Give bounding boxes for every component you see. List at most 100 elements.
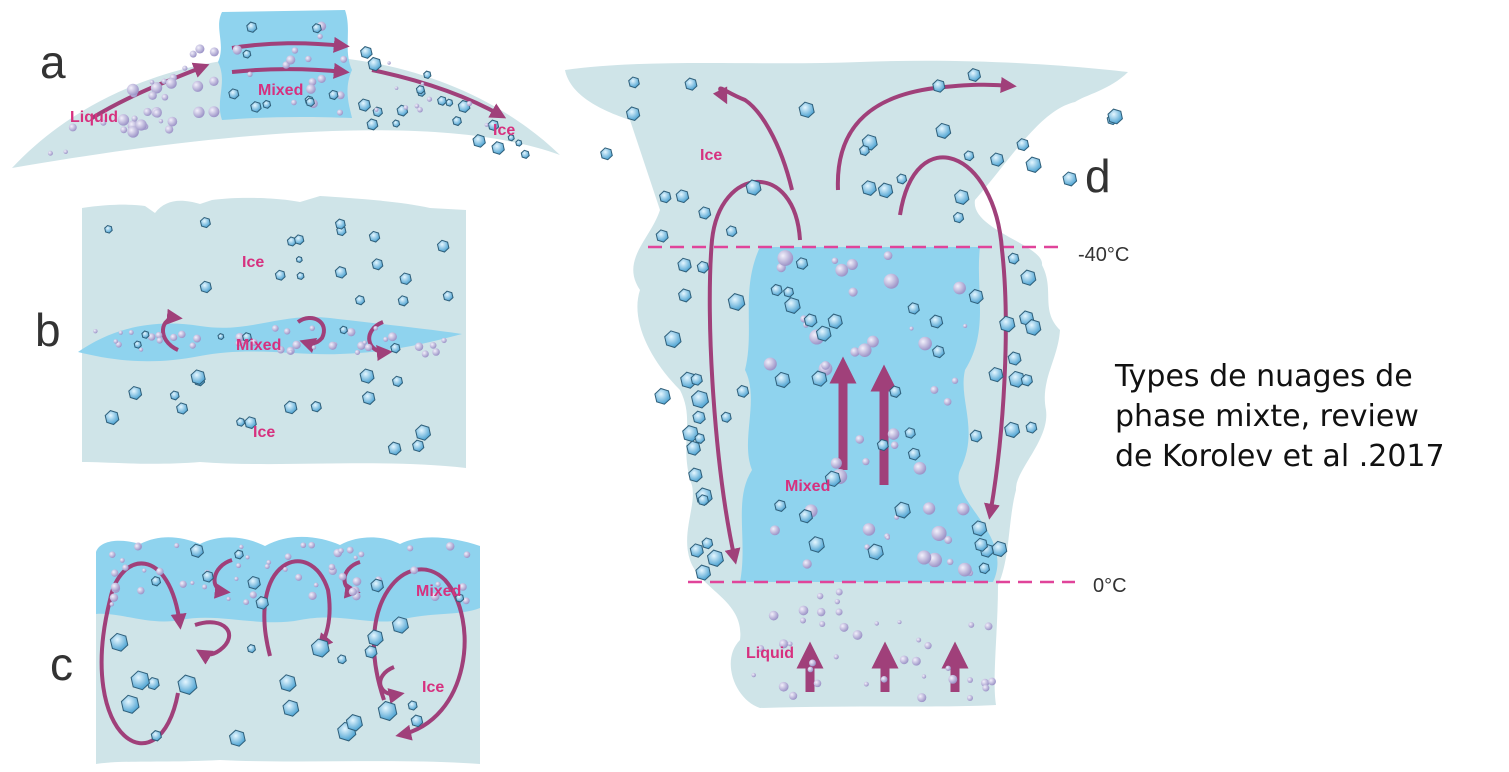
panel-c-letter: c [50,638,73,690]
droplet-icon [150,80,155,85]
droplet-icon [190,342,196,348]
isotherm-label-bottom: 0°C [1093,575,1127,597]
droplet-icon [383,337,388,342]
panel-a-liquid-label: Liquid [70,109,118,126]
droplet-icon [840,623,849,632]
panel-b-ice-label-bottom: Ice [253,424,275,441]
ice-crystal-icon [142,331,149,338]
ice-crystal-icon [521,150,529,158]
droplet-icon [132,115,138,121]
ice-crystal-icon [408,701,417,710]
panel-c-ice-label: Ice [422,679,444,696]
panel-a-letter: a [40,36,66,88]
droplet-icon [284,328,290,334]
droplet-icon [317,34,322,39]
droplet-icon [953,282,966,295]
droplet-icon [886,536,890,540]
ice-crystal-icon [306,98,314,106]
droplet-icon [855,435,864,444]
ice-crystal-icon [237,418,245,426]
ice-crystal-icon [243,50,251,58]
droplet-icon [354,556,358,560]
droplet-icon [239,545,243,549]
droplet-icon [421,82,424,85]
droplet-icon [309,325,314,330]
droplet-icon [967,677,973,683]
droplet-icon [347,547,354,554]
droplet-icon [814,680,822,688]
ice-crystal-icon [601,148,613,160]
droplet-icon [195,44,204,53]
ice-crystal-icon [905,428,915,438]
droplet-icon [233,45,242,54]
droplet-icon [817,593,823,599]
droplet-icon [312,345,316,349]
droplet-icon [864,682,869,687]
droplet-icon [834,654,839,659]
droplet-icon [165,125,173,133]
ice-crystal-icon [134,341,141,348]
droplet-icon [148,91,156,99]
droplet-icon [295,574,302,581]
droplet-icon [395,86,399,90]
droplet-icon [374,108,378,112]
droplet-icon [900,655,909,664]
droplet-icon [349,588,357,596]
figure-caption: Types de nuages de phase mixte, review d… [1115,357,1505,477]
panel-d-letter: d [1085,150,1111,202]
droplet-icon [930,386,938,394]
droplet-icon [234,577,238,581]
droplet-icon [250,591,257,598]
isotherm-label-top: -40°C [1078,244,1129,266]
droplet-icon [770,525,780,535]
droplet-icon [243,599,249,605]
droplet-icon [305,56,311,62]
droplet-icon [441,338,446,343]
ice-crystal-icon [453,117,462,126]
droplet-icon [358,551,364,557]
droplet-icon [308,592,316,600]
droplet-icon [410,566,418,574]
droplet-icon [208,106,219,117]
ice-crystal-icon [170,391,179,400]
droplet-icon [236,563,241,568]
droplet-icon [329,342,337,350]
droplet-icon [819,621,825,627]
ice-crystal-icon [251,102,261,113]
droplet-icon [193,107,204,118]
droplet-icon [988,678,996,686]
droplet-icon [300,542,306,548]
droplet-icon [174,543,179,548]
droplet-icon [799,606,809,616]
droplet-icon [809,659,816,666]
ice-crystal-icon [424,71,431,78]
ice-crystal-icon [726,226,736,237]
droplet-icon [407,545,413,551]
droplet-icon [111,569,118,576]
ice-crystal-icon [296,257,302,263]
ice-crystal-icon [235,550,244,559]
droplet-icon [891,441,899,449]
droplet-icon [924,642,931,649]
droplet-icon [808,667,814,673]
droplet-icon [109,551,116,558]
droplet-icon [403,105,408,110]
droplet-icon [182,66,187,71]
panel-d-ice-label: Ice [700,147,722,164]
droplet-icon [63,150,67,154]
droplet-icon [957,503,970,516]
droplet-icon [291,100,297,106]
droplet-icon [917,693,926,702]
droplet-icon [968,622,974,628]
droplet-icon [227,597,231,601]
ice-crystal-icon [721,412,731,422]
droplet-icon [909,327,913,331]
droplet-icon [139,348,143,352]
ice-crystal-icon [152,577,161,586]
droplet-icon [836,608,843,615]
panel-b: b Ice Mixed Ice [35,196,466,468]
ice-crystal-icon [1063,172,1077,186]
droplet-icon [958,563,972,577]
panel-b-mixed-label: Mixed [236,337,281,354]
droplet-icon [464,551,471,558]
